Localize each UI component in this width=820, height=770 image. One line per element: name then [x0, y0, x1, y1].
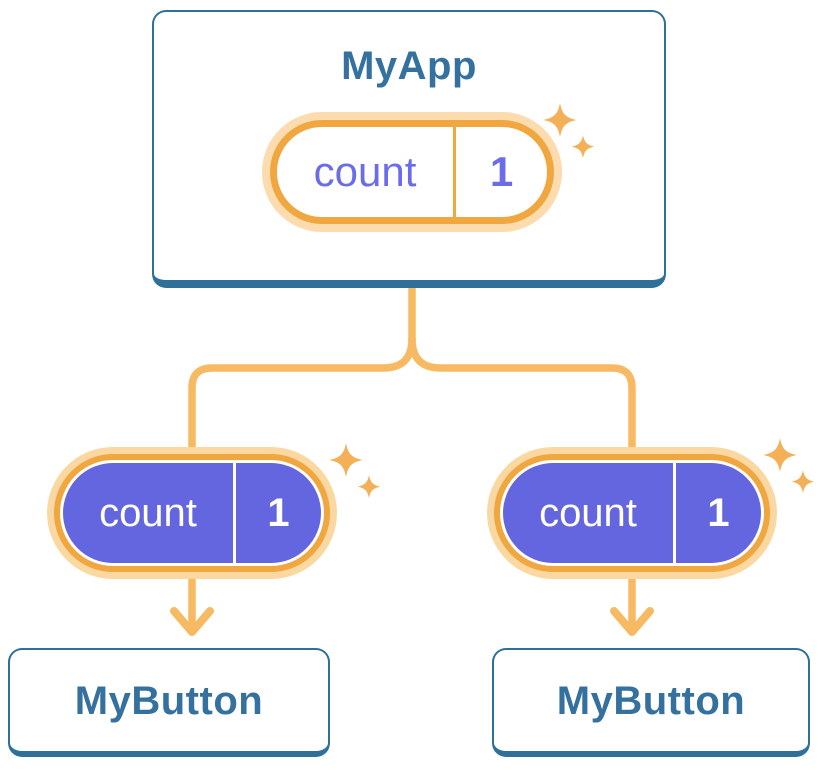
branch-line-right — [408, 335, 636, 630]
pill-key-label: count — [503, 463, 673, 563]
pill-value: 1 — [453, 127, 547, 217]
mybutton-card-left: MyButton — [8, 648, 330, 757]
sparkle-icon — [329, 443, 381, 499]
pill-key-label: count — [63, 463, 233, 563]
arrow-down-icon — [610, 607, 654, 636]
pill-ring: count 1 — [270, 120, 554, 224]
pill-key-label: count — [313, 148, 417, 195]
component-title: MyButton — [74, 678, 264, 723]
props-pill-right: count 1 — [487, 447, 777, 579]
sparkle-icon — [763, 438, 815, 494]
pill-value: 1 — [233, 463, 321, 563]
arrow-down-icon — [170, 607, 214, 636]
state-pill-myapp: count 1 — [262, 112, 562, 232]
pill-ring: count 1 — [54, 454, 330, 572]
component-title: MyButton — [556, 678, 746, 723]
props-pill-left: count 1 — [47, 447, 337, 579]
sparkle-icon — [543, 103, 595, 159]
pill-ring: count 1 — [494, 454, 770, 572]
mybutton-card-right: MyButton — [492, 648, 810, 757]
component-title: MyApp — [341, 44, 477, 88]
branch-line-left — [188, 335, 416, 630]
pill-value: 1 — [673, 463, 761, 563]
